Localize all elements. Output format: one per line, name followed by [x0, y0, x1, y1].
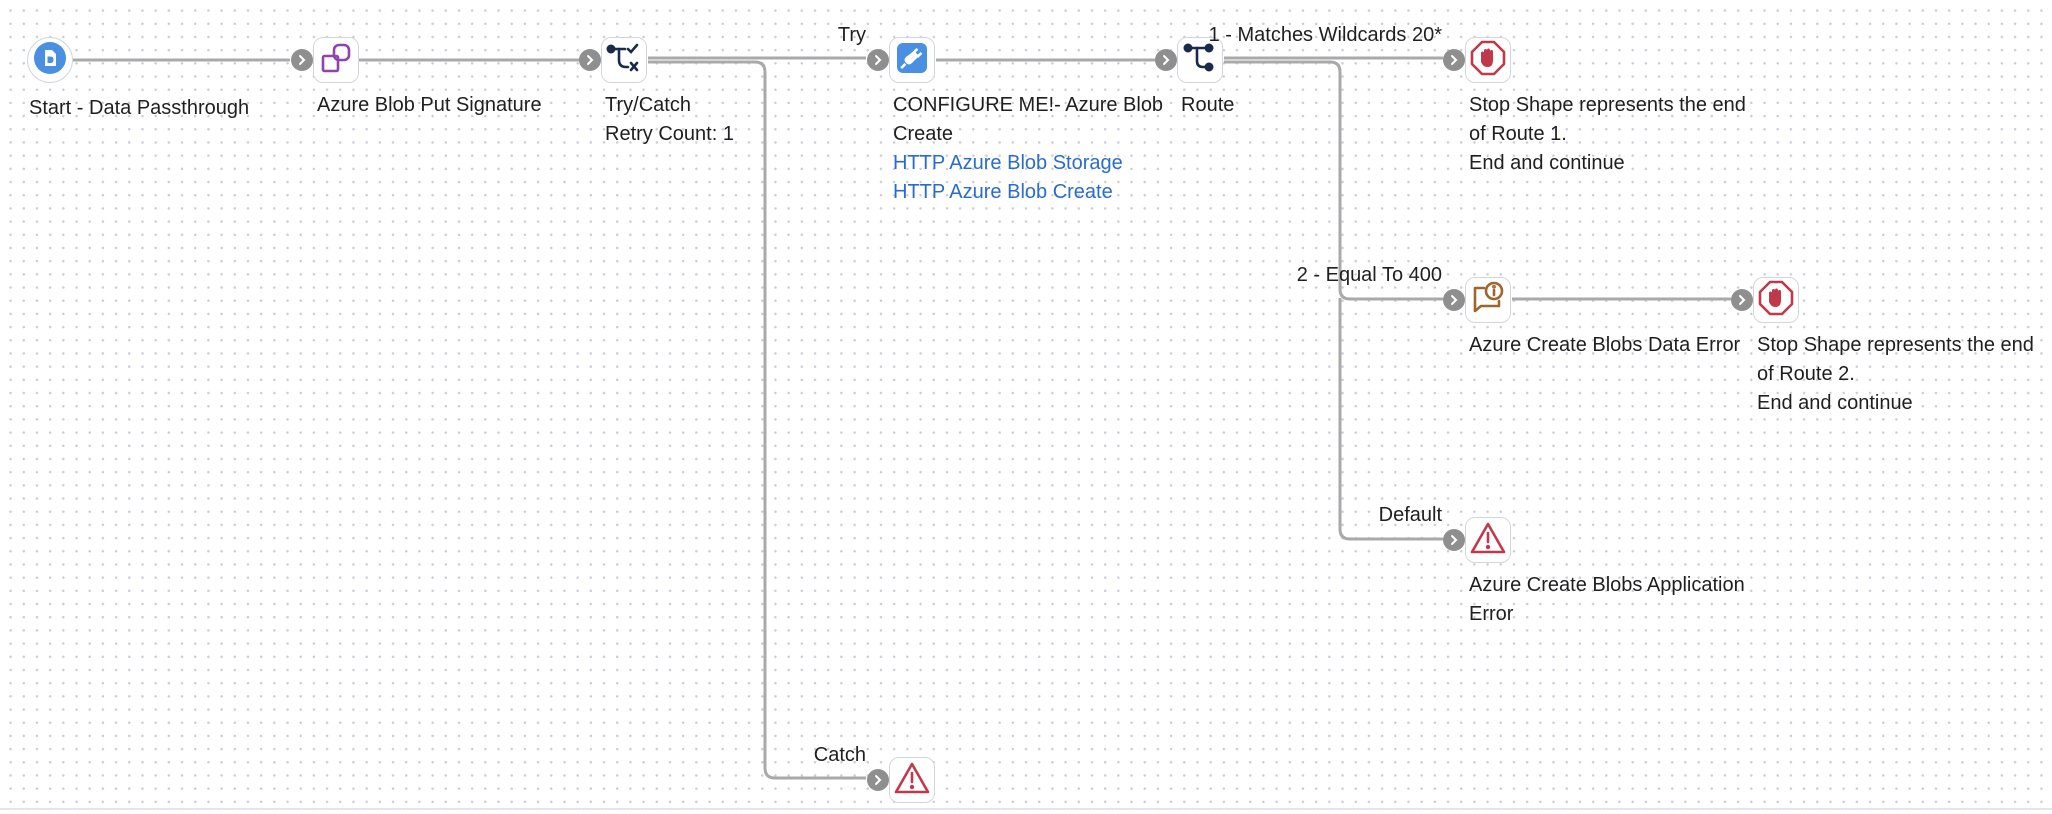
connector-title-line2: Create: [893, 123, 954, 145]
put-signature-label: Azure Blob Put Signature: [317, 94, 542, 116]
stop2-label: Stop Shape represents the end of Route 2…: [1757, 331, 2034, 418]
warning-triangle-icon: [893, 761, 931, 800]
branch-default-label: Default: [1378, 504, 1442, 526]
port-connector-in[interactable]: [867, 49, 889, 71]
stop2-line3: End and continue: [1757, 392, 1913, 414]
stop-hand-icon: [1470, 40, 1506, 81]
route-label: Route: [1181, 94, 1235, 116]
start-document-icon: [33, 41, 67, 80]
branch-try-label: Try: [837, 24, 866, 46]
try-catch-retry: Retry Count: 1: [605, 123, 734, 145]
warning-triangle-icon: [1469, 521, 1507, 560]
connector-title-line1: CONFIGURE ME!- Azure Blob: [893, 94, 1164, 116]
connector-shape[interactable]: [889, 37, 935, 83]
stop1-line1: Stop Shape represents the end: [1469, 94, 1746, 116]
branch-catch-label: Catch: [813, 744, 866, 766]
port-app-error-in[interactable]: [1443, 529, 1465, 551]
try-catch-icon: [606, 40, 642, 81]
canvas-bottom-border: [0, 808, 2052, 810]
connection-link[interactable]: HTTP Azure Blob Storage: [893, 152, 1123, 174]
stop-hand-icon: [1758, 280, 1794, 321]
try-catch-shape[interactable]: [601, 37, 647, 83]
app-error-shape[interactable]: [1465, 517, 1511, 563]
start-shape[interactable]: [27, 37, 73, 83]
port-route-in[interactable]: [1155, 49, 1177, 71]
stop1-label: Stop Shape represents the end of Route 1…: [1469, 91, 1746, 178]
stop1-line2: of Route 1.: [1469, 123, 1567, 145]
branch-route2-label: 2 - Equal To 400: [1296, 264, 1442, 286]
wire-catch: [648, 60, 866, 780]
route-branch-icon: [1182, 40, 1218, 81]
try-catch-title: Try/Catch: [605, 94, 691, 116]
put-signature-shape[interactable]: [313, 37, 359, 83]
stop2-shape[interactable]: [1753, 277, 1799, 323]
branch-route1-label: 1 - Matches Wildcards 20*: [1208, 24, 1442, 46]
stop2-line1: Stop Shape represents the end: [1757, 334, 2034, 356]
try-catch-label: Try/Catch Retry Count: 1: [605, 91, 734, 149]
port-catch-error-in[interactable]: [867, 769, 889, 791]
route-shape[interactable]: [1177, 37, 1223, 83]
app-error-line1: Azure Create Blobs Application: [1469, 574, 1745, 596]
port-stop2-in[interactable]: [1731, 289, 1753, 311]
port-signature-in[interactable]: [291, 49, 313, 71]
port-trycatch-in[interactable]: [579, 49, 601, 71]
app-error-line2: Error: [1469, 603, 1514, 625]
map-shapes-icon: [319, 41, 353, 80]
connector-label: CONFIGURE ME!- Azure Blob Create HTTP Az…: [893, 91, 1163, 207]
notify-shape[interactable]: [1465, 277, 1511, 323]
catch-error-shape[interactable]: [889, 757, 935, 803]
stop1-shape[interactable]: [1465, 37, 1511, 83]
operation-link[interactable]: HTTP Azure Blob Create: [893, 181, 1113, 203]
wire-route2: [1224, 60, 1443, 301]
wire-default: [1338, 298, 1443, 541]
app-error-label: Azure Create Blobs Application Error: [1469, 571, 1745, 629]
stop1-line3: End and continue: [1469, 152, 1625, 174]
notify-label: Azure Create Blobs Data Error: [1469, 334, 1741, 356]
stop2-line2: of Route 2.: [1757, 363, 1855, 385]
port-stop1-in[interactable]: [1443, 49, 1465, 71]
connector-plug-icon: [895, 41, 929, 80]
start-label: Start - Data Passthrough: [29, 97, 250, 119]
notify-message-icon: [1470, 280, 1506, 321]
port-notify-in[interactable]: [1443, 289, 1465, 311]
